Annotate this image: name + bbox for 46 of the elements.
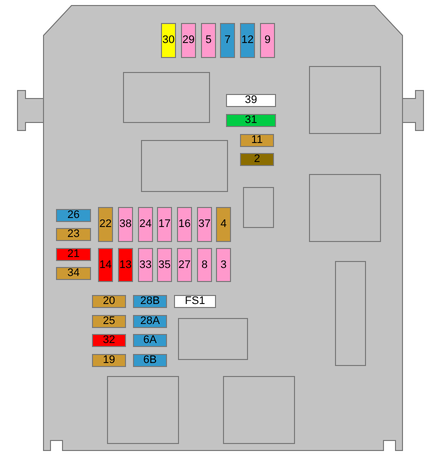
fuse: 9 [260, 23, 275, 58]
fuse: 28A [133, 315, 167, 328]
fuse: 16 [177, 207, 192, 242]
fuse: 19 [92, 354, 126, 367]
fuse: 26 [56, 209, 91, 222]
fuse: 39 [226, 94, 276, 107]
fuse: 6B [133, 354, 167, 367]
relay-box [123, 72, 210, 123]
fuse: 2 [240, 153, 274, 166]
fuse: 27 [177, 248, 192, 282]
fuse: 25 [92, 315, 126, 328]
fuse: 22 [98, 207, 113, 242]
fuse: 5 [201, 23, 216, 58]
fuse: 12 [240, 23, 255, 58]
fuse: 31 [226, 114, 276, 127]
fuse: 38 [118, 207, 133, 242]
fuse: 11 [240, 134, 274, 147]
fuse: 34 [56, 267, 91, 280]
fuse: 14 [98, 248, 113, 282]
relay-box [243, 187, 274, 228]
relay-box [223, 376, 295, 444]
relay-box [309, 174, 381, 242]
fuse: 3 [216, 248, 231, 282]
fuse: 32 [92, 334, 126, 347]
fuse: 7 [220, 23, 235, 58]
fuse: 35 [157, 248, 172, 282]
fuse: 33 [138, 248, 153, 282]
fuse: 20 [92, 295, 126, 308]
fuse: 17 [157, 207, 172, 242]
fuse: 23 [56, 228, 91, 241]
fuse: 8 [197, 248, 212, 282]
fuse: 4 [216, 207, 231, 242]
fuse: 21 [56, 248, 91, 261]
fuse: 6A [133, 334, 167, 347]
fuse: 24 [138, 207, 153, 242]
fuse: 13 [118, 248, 133, 282]
fuse: FS1 [174, 295, 216, 308]
fuse: 30 [161, 23, 176, 58]
fuse: 29 [181, 23, 196, 58]
relay-box [141, 140, 228, 192]
relay-box [309, 66, 381, 134]
fuse: 37 [197, 207, 212, 242]
relay-box [335, 261, 366, 366]
relay-box [107, 376, 179, 444]
relay-box [178, 318, 248, 360]
fuse: 28B [133, 295, 167, 308]
